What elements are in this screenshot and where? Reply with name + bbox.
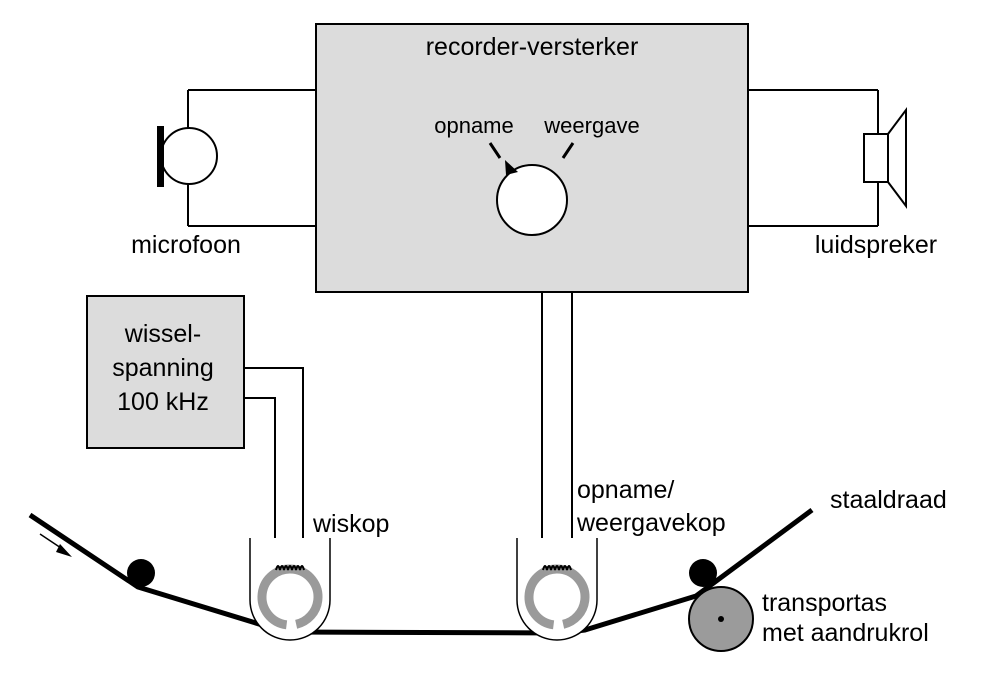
microphone-label: microfoon xyxy=(131,231,241,259)
rec-head-label-line1: opname/ xyxy=(577,476,674,504)
mode-selector-knob[interactable] xyxy=(496,164,568,236)
rec-head-coil-icon xyxy=(542,565,572,571)
speaker-magnet xyxy=(863,133,889,183)
wire-direction-arrow-shaft xyxy=(39,533,65,551)
wire-label: staaldraad xyxy=(830,486,947,514)
knob-pointer-icon xyxy=(505,160,518,175)
ac-source-line3: 100 kHz xyxy=(117,388,209,416)
mode-record-label: opname xyxy=(434,113,514,138)
guide-roller-left xyxy=(127,559,155,587)
ac-source-line2: spanning xyxy=(112,354,213,382)
speaker-label: luidspreker xyxy=(815,231,937,259)
steel-wire xyxy=(28,507,814,636)
erase-head-label: wiskop xyxy=(312,510,389,538)
erase-wire-inner xyxy=(244,397,276,565)
capstan-axle xyxy=(718,616,724,622)
erase-head-core xyxy=(257,564,323,630)
capstan-label-line2: met aandrukrol xyxy=(762,619,929,647)
mode-playback-label: weergave xyxy=(543,113,639,138)
mode-record-tick xyxy=(488,142,502,159)
ac-source-box xyxy=(86,295,245,449)
erase-head-coil-icon xyxy=(275,565,305,571)
amplifier-title: recorder-versterker xyxy=(426,33,639,61)
rec-head-core xyxy=(524,564,590,630)
microphone-plate xyxy=(157,126,164,187)
erase-wire-outer xyxy=(244,367,304,565)
loudspeaker-icon xyxy=(887,107,907,209)
microphone-icon xyxy=(160,127,218,185)
capstan-label-line1: transportas xyxy=(762,589,887,617)
mode-playback-tick xyxy=(561,142,575,159)
guide-roller-right xyxy=(689,559,717,587)
amplifier-box xyxy=(315,23,749,293)
rec-head-label-line2: weergavekop xyxy=(576,509,726,537)
ac-source-line1: wissel- xyxy=(124,320,201,348)
